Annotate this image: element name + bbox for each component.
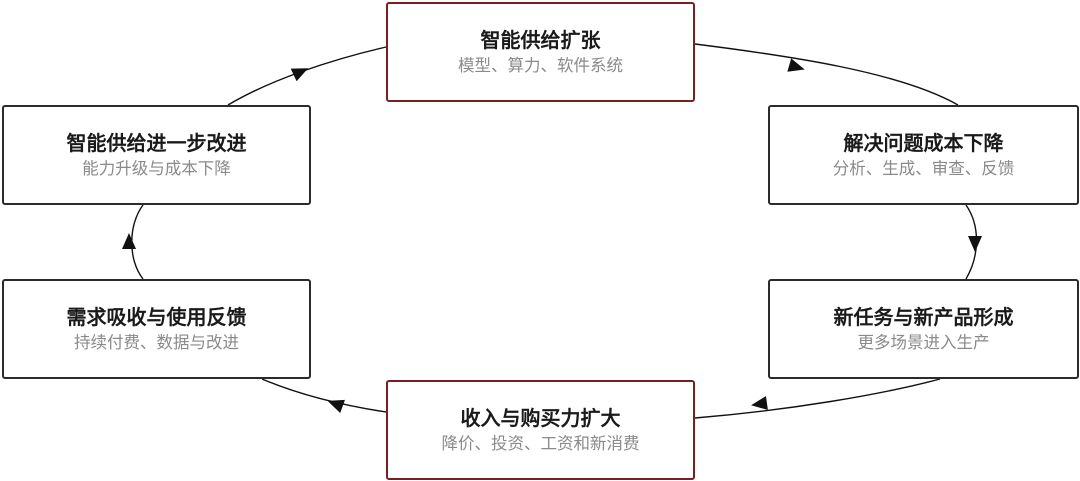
node-subtitle: 更多场景进入生产 bbox=[857, 333, 990, 352]
arrowhead-bottom-left bbox=[327, 399, 345, 413]
arrowhead-left bbox=[122, 233, 136, 249]
node-title: 需求吸收与使用反馈 bbox=[66, 305, 247, 329]
node-subtitle: 持续付费、数据与改进 bbox=[74, 333, 239, 352]
node-subtitle: 分析、生成、审查、反馈 bbox=[832, 159, 1015, 178]
arc-right-bottom-to-bottom bbox=[694, 378, 941, 419]
node-subtitle: 降价、投资、工资和新消费 bbox=[441, 434, 640, 453]
node-demand-feedback: 需求吸收与使用反馈 持续付费、数据与改进 bbox=[2, 279, 311, 379]
arc-left-to-top bbox=[227, 46, 387, 106]
node-title: 智能供给扩张 bbox=[480, 28, 601, 52]
arrowhead-right bbox=[968, 236, 982, 252]
node-subtitle: 能力升级与成本下降 bbox=[82, 159, 231, 178]
node-supply-improvement: 智能供给进一步改进 能力升级与成本下降 bbox=[2, 105, 311, 205]
node-income-expansion: 收入与购买力扩大 降价、投资、工资和新消费 bbox=[386, 380, 695, 480]
arc-bottom-to-left-bottom bbox=[261, 378, 387, 413]
arrowhead-top-right bbox=[787, 58, 805, 72]
arrowhead-bottom-right bbox=[751, 396, 768, 410]
node-new-tasks-products: 新任务与新产品形成 更多场景进入生产 bbox=[768, 279, 1079, 379]
node-title: 收入与购买力扩大 bbox=[460, 406, 621, 430]
arc-top-to-right bbox=[694, 43, 959, 106]
node-title: 解决问题成本下降 bbox=[843, 131, 1004, 155]
arrowhead-top-left bbox=[290, 68, 309, 82]
node-supply-expansion: 智能供给扩张 模型、算力、软件系统 bbox=[386, 2, 695, 102]
node-title: 智能供给进一步改进 bbox=[66, 131, 247, 155]
arc-left-bottom-to-left bbox=[131, 204, 144, 280]
node-subtitle: 模型、算力、软件系统 bbox=[458, 56, 623, 75]
node-cost-decline: 解决问题成本下降 分析、生成、审查、反馈 bbox=[768, 105, 1079, 205]
node-title: 新任务与新产品形成 bbox=[833, 305, 1014, 329]
